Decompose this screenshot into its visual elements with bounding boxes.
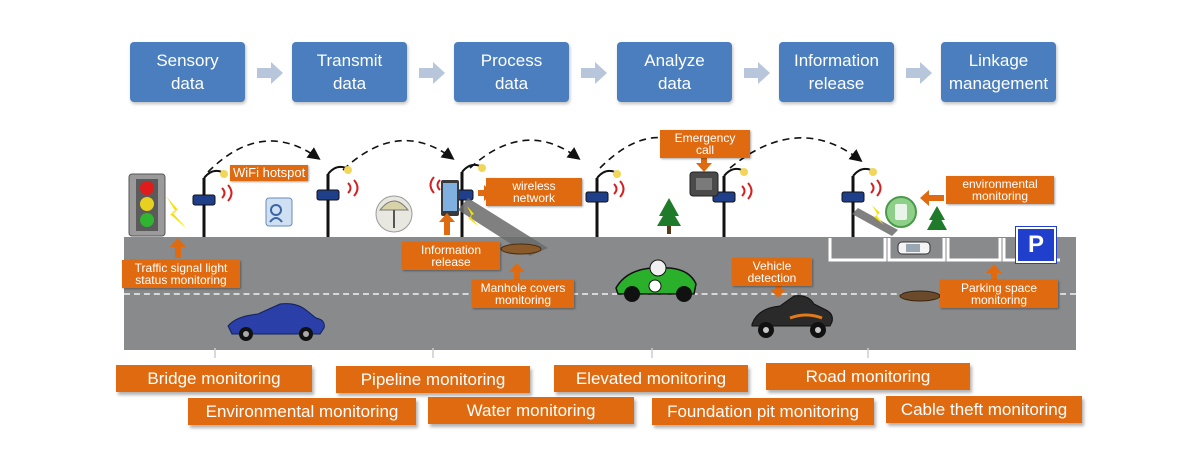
label-vehicle-detection: Vehicle detection [732,258,812,286]
label-environmental-monitoring-bottom: Environmental monitoring [188,398,416,425]
process-step-analyze: Analyze data [617,42,732,102]
tree-icon [657,198,681,234]
flow-arrow-icon [744,62,770,84]
process-step-process: Process data [454,42,569,102]
label-traffic-signal-status: Traffic signal light status monitoring [122,260,240,288]
label-bridge-monitoring: Bridge monitoring [116,365,312,392]
label-road-monitoring: Road monitoring [766,363,970,390]
emergency-call-icon [689,171,719,197]
process-step-linkage-management: Linkage management [941,42,1056,102]
label-wifi-hotspot: WiFi hotspot [230,165,309,181]
traffic-light-icon [128,173,166,237]
pedestrian-umbrella-icon [375,195,413,233]
green-car-icon [615,259,697,302]
information-screen-icon [441,180,459,216]
flow-arrow-icon [906,62,932,84]
label-emergency-call: Emergency call [660,130,750,158]
flow-arrow-icon [419,62,445,84]
process-step-sensory: Sensory data [130,42,245,102]
label-manhole-covers-monitoring: Manhole covers monitoring [472,280,574,308]
process-step-transmit: Transmit data [292,42,407,102]
parking-sign-icon: P [1015,226,1057,264]
environmental-sensor-icon [885,196,917,228]
label-wireless-network: wireless network [486,178,582,206]
lane-divider [124,293,1076,295]
blue-car-icon [227,303,325,341]
process-step-information-release: Information release [779,42,894,102]
hotrod-car-icon [751,295,833,338]
flow-arrow-icon [581,62,607,84]
label-information-release: Information release [402,242,500,270]
wifi-user-icon [265,197,293,227]
label-parking-space-monitoring: Parking space monitoring [940,280,1058,308]
label-elevated-monitoring: Elevated monitoring [554,365,748,392]
label-cable-theft-monitoring: Cable theft monitoring [886,396,1082,423]
label-pipeline-monitoring: Pipeline monitoring [336,366,530,393]
label-foundation-pit-monitoring: Foundation pit monitoring [652,398,874,425]
label-environmental-monitoring: environmental monitoring [946,176,1054,204]
parked-car-icon [897,241,931,255]
label-water-monitoring: Water monitoring [428,397,634,424]
flow-arrow-icon [257,62,283,84]
